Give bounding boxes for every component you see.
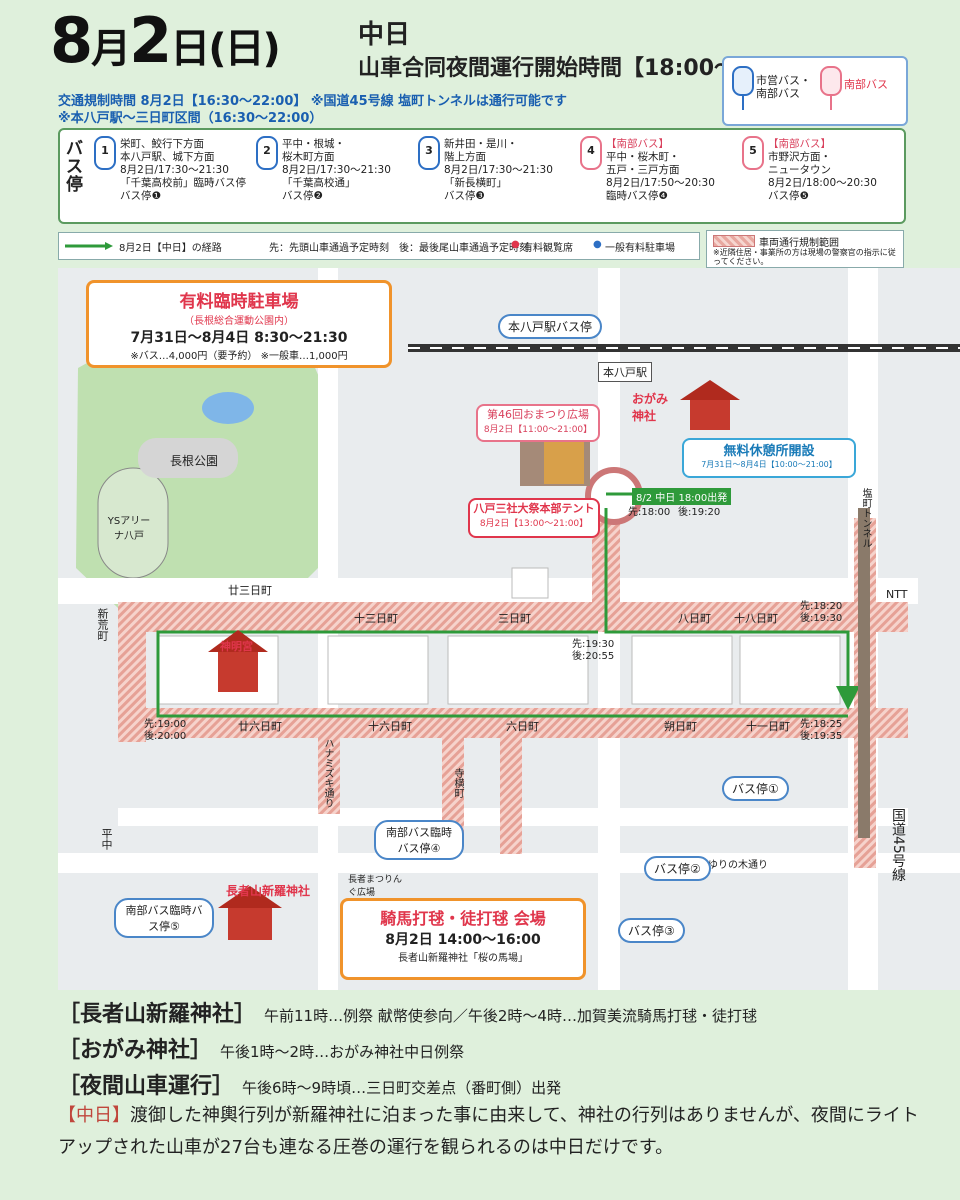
tunnel-label: 塩町トンネル xyxy=(860,488,871,548)
city-bus-pin-icon xyxy=(732,66,754,96)
juhachi-street-label: 十八日町 xyxy=(734,612,778,625)
jusan-street-label: 十三日町 xyxy=(354,612,398,625)
time-3-first: 先:19:30 xyxy=(572,639,615,650)
legend-paid-seat: 有料観覧席 xyxy=(523,243,573,254)
nanbu-bus-label: 南部バス xyxy=(844,78,888,91)
bus-stop-pin-icon: 3 xyxy=(418,136,440,170)
ntt-label: NTT xyxy=(886,588,908,601)
bus-stop-4-marker: 南部バス臨時バス停④ xyxy=(374,820,464,860)
yurinoki-label: ゆりの木通り xyxy=(708,860,768,871)
tent-time: 8月2日【13:00〜21:00】 xyxy=(479,519,589,529)
station-bus-stop: 本八戸駅バス停 xyxy=(498,314,603,339)
shinara-label: 新荒町 xyxy=(96,608,109,641)
subtitle: 山車合同夜間運行開始時間【18:00〜】 xyxy=(358,56,759,81)
restricted-hatch-icon xyxy=(713,235,755,247)
day-name: 中日 xyxy=(358,20,411,50)
chojamatsuri-label: 長者まつりんぐ広場 xyxy=(348,875,403,898)
hanamizuki-label: ハナミズキ通り xyxy=(322,738,333,808)
bus-stop-5-marker: 南部バス臨時バス停⑤ xyxy=(114,898,214,938)
bus-stop-1-marker: バス停① xyxy=(722,776,789,801)
bus-legend: 市営バス・南部バス 南部バス xyxy=(722,56,908,126)
map-legend: 8月2日【中日】の経路 先：先頭山車通過予定時刻 後：最後尾山車通過予定時刻 ●… xyxy=(58,232,700,260)
date-heading: 8月2日(日) xyxy=(50,4,281,77)
bus-stop-2-marker: バス停② xyxy=(644,856,711,881)
bus-stop-pin-icon: 4 xyxy=(580,136,602,170)
regulation-line-1: 交通規制時間 8月2日【16:30〜22:00】 ※国道45号線 塩町トンネルは… xyxy=(58,94,567,109)
map-area: 有料臨時駐車場 （長根総合運動公園内） 7月31日〜8月4日 8:30〜21:3… xyxy=(58,268,960,990)
regulation-line-2: ※本八戸駅〜三日町区間（16:30〜22:00） xyxy=(58,111,323,126)
time-5-last: 後:20:00 xyxy=(144,731,187,742)
nijusan-street-label: 廿三日町 xyxy=(228,584,272,597)
shinmeigu-label: 神明宮 xyxy=(220,640,253,653)
omatsuri-box: 第46回おまつり広場 8月2日【11:00〜21:00】 xyxy=(476,404,600,442)
parking-fees: ※バス…4,000円（要予約） ※一般車…1,000円 xyxy=(130,351,348,362)
time-2-last: 後:19:30 xyxy=(800,613,843,624)
legend-first: 先：先頭山車通過予定時刻 xyxy=(269,243,389,254)
event-chojasan: ［長者山新羅神社］午前11時…例祭 献幣使参向／午後2時〜4時…加賀美流騎馬打毬… xyxy=(58,1002,757,1027)
bus-stop-pin-icon: 2 xyxy=(256,136,278,170)
sakubi-street-label: 朔日町 xyxy=(664,720,697,733)
kiba-title: 騎馬打毬・徒打毬 会場 xyxy=(380,909,546,928)
chojasan-shrine-label: 長者山新羅神社 xyxy=(226,884,311,898)
legend-last: 後：最後尾山車通過予定時刻 xyxy=(399,243,529,254)
time-1-last: 後:19:20 xyxy=(678,507,721,518)
nijuroku-street-label: 廿六日町 xyxy=(238,720,282,733)
bus-stop-pin-icon: 5 xyxy=(742,136,764,170)
nanbu-bus-pin-icon xyxy=(820,66,842,96)
event-night-dashi: ［夜間山車運行］午後6時〜9時頃…三日町交差点（番町側）出発 xyxy=(58,1074,562,1099)
map-base xyxy=(58,268,960,990)
city-bus-label: 市営バス・南部バス xyxy=(756,74,811,100)
chunichi-note: 【中日】渡御した神輿行列が新羅神社に泊まった事に由来して、神社の行列はありません… xyxy=(58,1105,919,1158)
nagane-park-label: 長根公園 xyxy=(170,454,219,468)
time-3-last: 後:20:55 xyxy=(572,651,615,662)
kiba-time: 8月2日 14:00〜16:00 xyxy=(385,932,541,948)
omatsuri-title: 第46回おまつり広場 xyxy=(487,408,589,421)
tent-box: 八戸三社大祭本部テント 8月2日【13:00〜21:00】 xyxy=(468,498,600,538)
event-ogami: ［おがみ神社］午後1時〜2時…おがみ神社中日例祭 xyxy=(58,1038,465,1063)
muika-street-label: 六日町 xyxy=(506,720,539,733)
kiba-place: 長者山新羅神社「桜の馬場」 xyxy=(398,953,528,964)
juichi-street-label: 十一日町 xyxy=(746,720,790,733)
hirachu-label: 平中 xyxy=(100,828,113,850)
time-5-first: 先:19:00 xyxy=(144,719,187,730)
legend-restricted-note: ※近隣住居・事業所の方は現場の警察官の指示に従ってください。 xyxy=(713,248,896,266)
parking-dates: 7月31日〜8月4日 8:30〜21:30 xyxy=(130,330,348,346)
route45-label: 国道45号線 xyxy=(890,808,906,882)
rest-title: 無料休憩所開設 xyxy=(723,444,815,459)
bus-stop-title: バス停 xyxy=(66,139,83,195)
youka-street-label: 八日町 xyxy=(678,612,711,625)
legend-route: 8月2日【中日】の経路 xyxy=(119,243,222,254)
juroku-street-label: 十六日町 xyxy=(368,720,412,733)
restricted-legend: 車両通行規制範囲 ※近隣住居・事業所の方は現場の警察官の指示に従ってください。 xyxy=(706,230,904,268)
kiba-dakyu-box: 騎馬打毬・徒打毬 会場 8月2日 14:00〜16:00 長者山新羅神社「桜の馬… xyxy=(340,898,586,980)
ogami-shrine-label: おがみ神社 xyxy=(632,392,669,423)
start-label: 8/2 中日 18:00出発 xyxy=(632,488,732,505)
legend-restricted: 車両通行規制範囲 xyxy=(759,238,839,249)
time-4-last: 後:19:35 xyxy=(800,731,843,742)
route-arrow-icon xyxy=(65,242,113,250)
bus-stop-pin-icon: 1 xyxy=(94,136,116,170)
rest-time: 7月31日〜8月4日【10:00〜21:00】 xyxy=(701,460,837,469)
bus-stop-3-marker: バス停③ xyxy=(618,918,685,943)
omatsuri-time: 8月2日【11:00〜21:00】 xyxy=(483,425,593,435)
rest-area-box: 無料休憩所開設 7月31日〜8月4日【10:00〜21:00】 xyxy=(682,438,856,478)
tent-title: 八戸三社大祭本部テント xyxy=(473,502,595,515)
teramachi-label: 寺横町 xyxy=(452,768,463,798)
station-label: 本八戸駅 xyxy=(598,362,652,382)
time-1-first: 先:18:00 xyxy=(628,507,671,518)
legend-parking: 一般有料駐車場 xyxy=(605,243,675,254)
parking-sub: （長根総合運動公園内） xyxy=(184,316,294,327)
paid-seat-dot-icon: ● xyxy=(511,239,520,250)
parking-title: 有料臨時駐車場 xyxy=(179,292,299,312)
sannichi-street-label: 三日町 xyxy=(498,612,531,625)
parking-dot-icon: ● xyxy=(593,239,602,250)
time-2-first: 先:18:20 xyxy=(800,601,843,612)
parking-info-box: 有料臨時駐車場 （長根総合運動公園内） 7月31日〜8月4日 8:30〜21:3… xyxy=(86,280,392,368)
time-4-first: 先:18:25 xyxy=(800,719,843,730)
ys-arena-label: YSアリーナ八戸 xyxy=(107,516,151,542)
